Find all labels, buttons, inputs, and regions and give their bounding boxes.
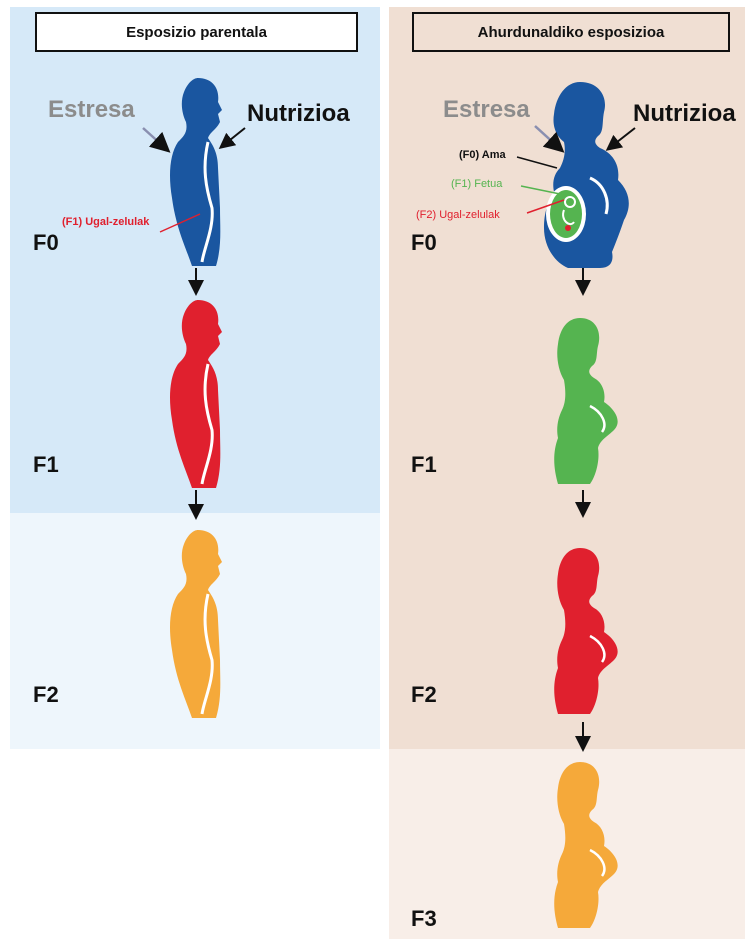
male-silhouette-f2 xyxy=(170,530,222,718)
generation-label-right-f1: F1 xyxy=(411,452,437,477)
male-silhouette-f1 xyxy=(170,300,222,488)
stress-label-left: Estresa xyxy=(48,96,135,123)
line-mother xyxy=(516,156,558,169)
generation-label-left-f0: F0 xyxy=(33,230,59,255)
generation-label-right-f0: F0 xyxy=(411,230,437,255)
left-header: Esposizio parentala xyxy=(35,12,358,52)
nutrition-label-left: Nutrizioa xyxy=(247,100,350,127)
nutrition-label-right: Nutrizioa xyxy=(633,100,736,127)
arrow-nutrition-left xyxy=(218,127,246,149)
female-silhouette-f1 xyxy=(554,318,618,484)
generation-label-left-f1: F1 xyxy=(33,452,59,477)
pregnant-silhouette-f0 xyxy=(544,82,629,268)
fetus-label: (F1) Fetua xyxy=(451,178,503,190)
generation-label-right-f2: F2 xyxy=(411,682,437,707)
line-germ-left xyxy=(159,213,201,233)
germ-cells-label-right: (F2) Ugal-zelulak xyxy=(416,209,500,221)
female-silhouette-f2 xyxy=(554,548,618,714)
arrow-stress-right xyxy=(534,125,565,153)
generation-label-left-f2: F2 xyxy=(33,682,59,707)
male-silhouette-f0 xyxy=(170,78,222,266)
right-header: Ahurdunaldiko esposizioa xyxy=(412,12,730,52)
generation-label-right-f3: F3 xyxy=(411,906,437,931)
stress-label-right: Estresa xyxy=(443,96,530,123)
female-silhouette-f3 xyxy=(554,762,618,928)
germ-cells-label-left: (F1) Ugal-zelulak xyxy=(62,216,150,228)
arrow-stress-left xyxy=(142,127,171,153)
mother-label: (F0) Ama xyxy=(459,149,506,161)
line-germ-right xyxy=(526,199,565,214)
line-fetus xyxy=(520,185,561,195)
arrow-nutrition-right xyxy=(605,127,636,151)
